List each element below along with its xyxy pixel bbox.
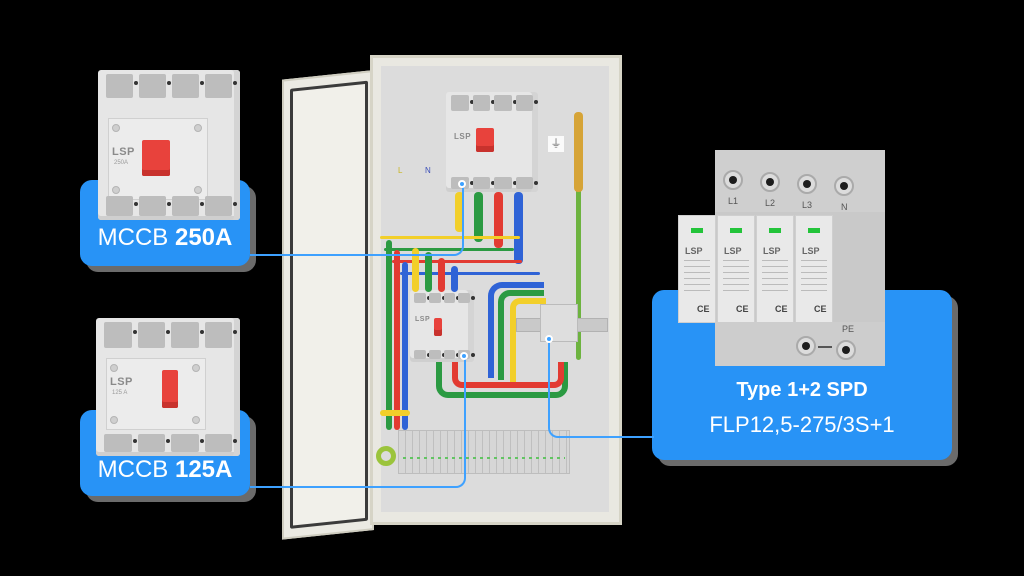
cabinet-main-breaker: LSP	[446, 92, 538, 192]
earth-conductor	[576, 165, 581, 360]
breaker-toggle-handle	[434, 318, 442, 336]
connector-line-spd	[548, 338, 654, 438]
wire-green	[425, 252, 432, 292]
wire-red-bottom	[452, 362, 564, 388]
connector-line-mccb-250a	[250, 184, 464, 256]
breaker-rating: 125 A	[112, 390, 128, 396]
breaker-rating: 250A	[114, 160, 129, 166]
busbar-red	[494, 192, 503, 248]
wire-blue-loop	[488, 282, 544, 378]
wire-green-loop	[498, 290, 544, 380]
mccb-250a-device: LSP 250A	[98, 70, 240, 220]
callout-prefix: MCCB	[97, 456, 169, 483]
terminal-screw-icon	[834, 176, 854, 196]
callout-mccb-250a-label: MCCB 250A	[80, 224, 250, 252]
terminal-screw-icon	[797, 174, 817, 194]
earth-busbar	[574, 112, 583, 192]
screw-icon	[192, 416, 200, 424]
screw-icon	[194, 124, 202, 132]
wire-red	[438, 258, 445, 292]
wire-blue	[400, 272, 540, 275]
earth-wire-coil	[376, 446, 396, 466]
brand-logo: LSP	[724, 246, 742, 256]
terminal-screw-icon	[836, 340, 856, 360]
breaker-toggle-handle	[162, 370, 178, 408]
callout-value: 125A	[174, 456, 233, 483]
busbar-blue	[514, 192, 523, 264]
brand-logo: LSP	[763, 246, 781, 256]
callout-value: 250A	[174, 224, 233, 251]
wire-red	[394, 250, 400, 430]
wire-yellow	[380, 410, 410, 416]
breaker-bottom-terminals	[106, 196, 237, 216]
callout-mccb-125a-label: MCCB 125A	[80, 456, 250, 484]
screw-icon	[194, 186, 202, 194]
screw-icon	[112, 186, 120, 194]
ce-mark: CE	[697, 304, 710, 314]
spd-module: LSP CE	[678, 215, 716, 323]
spd-module: LSP CE	[717, 215, 755, 323]
terminal-label-l2: L2	[765, 198, 776, 208]
cabinet-secondary-breaker: LSP	[410, 290, 475, 362]
status-led	[769, 228, 781, 233]
terminal-block	[398, 430, 570, 474]
wire-green	[384, 248, 514, 251]
spd-module: LSP CE	[795, 215, 833, 323]
busbar-green	[474, 192, 483, 242]
ce-mark: CE	[814, 304, 827, 314]
brand-logo: LSP	[110, 376, 133, 388]
spd-module: LSP CE	[756, 215, 794, 323]
pe-link	[818, 346, 832, 348]
screw-icon	[112, 124, 120, 132]
terminal-label-pe: PE	[842, 324, 855, 334]
wire-red	[392, 260, 522, 263]
terminal-label-l1: L1	[728, 196, 739, 206]
breaker-top-terminals	[106, 74, 237, 98]
connector-anchor-dot	[458, 180, 466, 188]
earth-symbol-plate: ⏚	[548, 136, 564, 152]
terminal-screw-icon	[796, 336, 816, 356]
brand-logo: LSP	[415, 316, 431, 323]
brand-logo: LSP	[685, 246, 703, 256]
status-led	[691, 228, 703, 233]
terminal-label-n: N	[841, 202, 848, 212]
breaker-toggle-handle	[142, 140, 170, 176]
wire-blue	[402, 262, 408, 430]
connector-anchor-dot	[545, 335, 553, 343]
breaker-bottom-terminals	[104, 434, 237, 452]
connector-anchor-dot	[460, 352, 468, 360]
wire-yellow	[412, 248, 419, 292]
busbar-yellow	[455, 192, 464, 232]
terminal-screw-icon	[760, 172, 780, 192]
status-led	[808, 228, 820, 233]
status-led	[730, 228, 742, 233]
screw-icon	[192, 364, 200, 372]
wire-yellow-loop	[510, 298, 546, 382]
brand-logo: LSP	[802, 246, 820, 256]
mccb-125a-device: LSP 125 A	[96, 318, 240, 456]
ce-mark: CE	[775, 304, 788, 314]
connector-line-mccb-125a	[250, 356, 466, 488]
wire-green	[386, 240, 392, 430]
screw-icon	[110, 416, 118, 424]
terminal-label-l: L	[398, 166, 403, 175]
callout-spd-model: FLP12,5-275/3S+1	[709, 412, 895, 437]
wire-green-bottom	[436, 362, 568, 398]
wire-blue	[451, 266, 458, 292]
terminal-label-n: N	[425, 166, 431, 175]
callout-prefix: MCCB	[97, 224, 169, 251]
wire-yellow	[380, 236, 520, 239]
terminal-label-l3: L3	[802, 200, 813, 210]
brand-logo: LSP	[454, 132, 472, 141]
screw-icon	[110, 364, 118, 372]
breaker-toggle-handle	[476, 128, 494, 152]
ce-mark: CE	[736, 304, 749, 314]
terminal-screw-icon	[723, 170, 743, 190]
callout-spd-title: Type 1+2 SPD	[736, 379, 868, 401]
breaker-face	[106, 358, 206, 430]
brand-logo: LSP	[112, 146, 135, 158]
breaker-top-terminals	[104, 322, 237, 348]
